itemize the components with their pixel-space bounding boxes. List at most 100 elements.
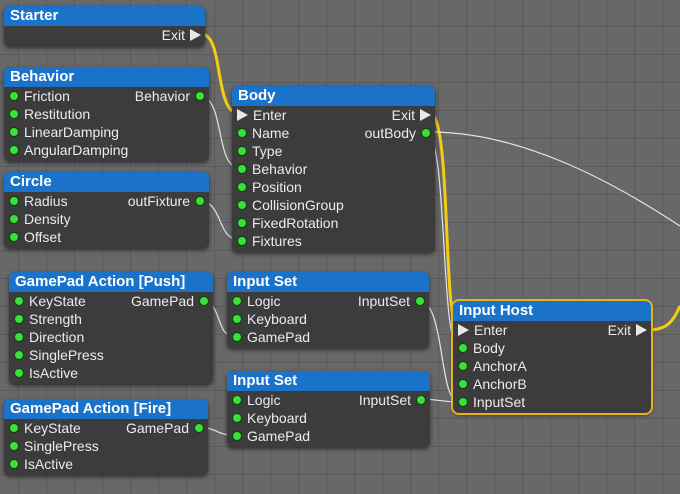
behavior-angulardamping-port[interactable]: AngularDamping [9, 141, 128, 159]
gamepad-fire-singlepress-port[interactable]: SinglePress [9, 437, 99, 455]
pin-icon[interactable] [14, 368, 24, 378]
pin-icon[interactable] [9, 145, 19, 155]
pin-icon[interactable] [195, 196, 205, 206]
gamepad-fire-node[interactable]: GamePad Action [Fire] KeyState GamePad S… [4, 399, 208, 475]
circle-node[interactable]: Circle Radius outFixture Density Offset [4, 172, 209, 248]
pin-icon[interactable] [14, 332, 24, 342]
input-set-node-2[interactable]: Input Set Logic InputSet Keyboard GamePa… [227, 371, 430, 447]
gamepad-push-output-port[interactable]: GamePad [131, 292, 209, 310]
input-host-inputset-port[interactable]: InputSet [458, 393, 525, 411]
input-set-2-gamepad-port[interactable]: GamePad [232, 427, 310, 445]
pin-icon[interactable] [416, 395, 426, 405]
input-host-anchora-port[interactable]: AnchorA [458, 357, 527, 375]
pin-icon[interactable] [194, 423, 204, 433]
body-outbody-port[interactable]: outBody [365, 124, 431, 142]
input-set-1-logic-port[interactable]: Logic [232, 292, 280, 310]
body-name-port[interactable]: Name [237, 124, 289, 142]
behavior-lineardamping-port[interactable]: LinearDamping [9, 123, 119, 141]
pin-icon[interactable] [421, 128, 431, 138]
pin-icon[interactable] [9, 423, 19, 433]
pin-icon[interactable] [415, 296, 425, 306]
input-set-1-keyboard-port[interactable]: Keyboard [232, 310, 307, 328]
input-host-enter-port[interactable]: Enter [458, 321, 507, 339]
gamepad-push-singlepress-port[interactable]: SinglePress [14, 346, 104, 364]
input-set-2-keyboard-port[interactable]: Keyboard [232, 409, 307, 427]
body-exit-port[interactable]: Exit [392, 106, 431, 124]
input-set-1-output-port[interactable]: InputSet [358, 292, 425, 310]
input-set-1-gamepad-port[interactable]: GamePad [232, 328, 310, 346]
pin-icon[interactable] [458, 379, 468, 389]
body-behavior-port[interactable]: Behavior [237, 160, 307, 178]
body-enter-port[interactable]: Enter [237, 106, 286, 124]
pin-icon[interactable] [199, 296, 209, 306]
exec-in-arrow-icon[interactable] [458, 324, 469, 336]
input-set-node-1[interactable]: Input Set Logic InputSet Keyboard GamePa… [227, 272, 429, 348]
exec-out-arrow-icon[interactable] [636, 324, 647, 336]
gamepad-fire-output-port[interactable]: GamePad [126, 419, 204, 437]
pin-icon[interactable] [14, 314, 24, 324]
pin-icon[interactable] [9, 196, 19, 206]
pin-icon[interactable] [237, 218, 247, 228]
pin-icon[interactable] [458, 361, 468, 371]
body-collisiongroup-port[interactable]: CollisionGroup [237, 196, 344, 214]
body-fixedrotation-port[interactable]: FixedRotation [237, 214, 338, 232]
body-node[interactable]: Body Enter Exit Name outBody Type Behavi… [232, 86, 435, 252]
circle-radius-port[interactable]: Radius [9, 192, 68, 210]
pin-icon[interactable] [14, 350, 24, 360]
behavior-output-port[interactable]: Behavior [135, 87, 205, 105]
exec-in-arrow-icon[interactable] [237, 109, 248, 121]
pin-icon[interactable] [9, 127, 19, 137]
pin-icon[interactable] [9, 109, 19, 119]
pin-icon[interactable] [458, 343, 468, 353]
wire-input-host-exit-offscreen [647, 305, 680, 332]
pin-icon[interactable] [237, 182, 247, 192]
pin-icon[interactable] [9, 214, 19, 224]
pin-icon[interactable] [232, 296, 242, 306]
pin-icon[interactable] [237, 128, 247, 138]
pin-icon[interactable] [232, 413, 242, 423]
circle-offset-port[interactable]: Offset [9, 228, 61, 246]
pin-icon[interactable] [14, 296, 24, 306]
pin-icon[interactable] [232, 395, 242, 405]
body-type-port[interactable]: Type [237, 142, 282, 160]
starter-exit-port[interactable]: Exit [162, 26, 201, 44]
input-host-node[interactable]: Input Host Enter Exit Body AnchorA Ancho… [451, 299, 653, 415]
pin-icon[interactable] [458, 397, 468, 407]
input-host-anchorb-port[interactable]: AnchorB [458, 375, 527, 393]
exec-out-arrow-icon[interactable] [190, 29, 201, 41]
pin-icon[interactable] [9, 459, 19, 469]
input-host-exit-port[interactable]: Exit [608, 321, 647, 339]
body-position-port[interactable]: Position [237, 178, 302, 196]
gamepad-fire-isactive-port[interactable]: IsActive [9, 455, 73, 473]
pin-icon[interactable] [232, 431, 242, 441]
body-fixtures-port[interactable]: Fixtures [237, 232, 302, 250]
input-host-body-port[interactable]: Body [458, 339, 505, 357]
pin-icon[interactable] [9, 441, 19, 451]
circle-density-port[interactable]: Density [9, 210, 71, 228]
starter-node[interactable]: Starter Exit [4, 6, 205, 46]
pin-icon[interactable] [237, 200, 247, 210]
pin-icon[interactable] [237, 164, 247, 174]
behavior-friction-port[interactable]: Friction [9, 87, 70, 105]
gamepad-push-node[interactable]: GamePad Action [Push] KeyState GamePad S… [9, 272, 213, 384]
pin-icon[interactable] [9, 232, 19, 242]
input-set-2-output-port[interactable]: InputSet [359, 391, 426, 409]
gamepad-push-strength-port[interactable]: Strength [14, 310, 82, 328]
gamepad-push-keystate-port[interactable]: KeyState [14, 292, 86, 310]
gamepad-push-title: GamePad Action [Push] [9, 272, 213, 292]
exec-out-arrow-icon[interactable] [420, 109, 431, 121]
behavior-node[interactable]: Behavior Friction Behavior Restitution L… [4, 67, 209, 161]
pin-icon[interactable] [237, 236, 247, 246]
pin-icon[interactable] [195, 91, 205, 101]
gamepad-push-isactive-port[interactable]: IsActive [14, 364, 78, 382]
input-set-2-logic-port[interactable]: Logic [232, 391, 280, 409]
circle-output-port[interactable]: outFixture [128, 192, 205, 210]
pin-icon[interactable] [232, 314, 242, 324]
pin-icon[interactable] [237, 146, 247, 156]
behavior-restitution-port[interactable]: Restitution [9, 105, 90, 123]
gamepad-push-direction-port[interactable]: Direction [14, 328, 84, 346]
pin-icon[interactable] [9, 91, 19, 101]
input-host-title: Input Host [453, 301, 651, 321]
pin-icon[interactable] [232, 332, 242, 342]
gamepad-fire-keystate-port[interactable]: KeyState [9, 419, 81, 437]
